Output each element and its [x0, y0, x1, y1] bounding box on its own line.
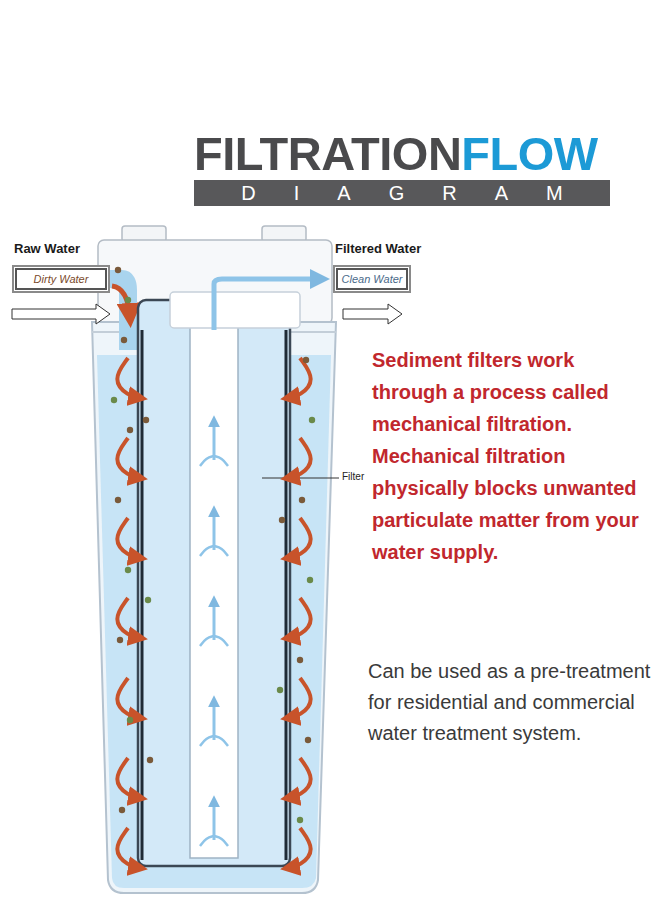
- flow-arrows: [117, 438, 140, 478]
- flow-arrows: [213, 420, 216, 460]
- flow-arrows: [299, 497, 305, 503]
- flow-arrows: [127, 427, 133, 433]
- flow-arrows: [279, 517, 285, 523]
- flow-arrows: [121, 337, 127, 343]
- flow-arrow: [12, 304, 110, 324]
- flow-arrows: [147, 757, 153, 763]
- flow-arrows: [200, 836, 214, 846]
- port-heading: Raw Water: [14, 241, 80, 256]
- flow-arrows: [213, 510, 216, 550]
- flow-arrows: [214, 736, 228, 746]
- flow-arrows: [117, 358, 140, 398]
- outlet-flow: [214, 279, 322, 330]
- flow-arrows: [305, 737, 311, 743]
- flow-arrows: [200, 636, 214, 646]
- outlet-port: Filtered WaterClean Water: [333, 265, 411, 293]
- flow-arrows: [117, 828, 140, 868]
- flow-arrows: [111, 397, 117, 403]
- flow-arrows: [117, 518, 140, 558]
- flow-arrows: [214, 456, 228, 466]
- flow-arrows: [145, 597, 151, 603]
- flow-arrows: [213, 800, 216, 840]
- flow-arrows: [303, 357, 309, 363]
- flow-arrows: [143, 417, 149, 423]
- subtitle-band: DIAGRAM: [194, 180, 610, 206]
- flow-arrows: [117, 637, 123, 643]
- flow-arrows: [214, 636, 228, 646]
- flow-arrows: [119, 807, 125, 813]
- flow-arrows: [117, 598, 140, 638]
- flow-arrows: [288, 438, 311, 478]
- inlet-port: Raw WaterDirty Water: [12, 265, 110, 293]
- flow-arrows: [115, 497, 121, 503]
- filter-cartridge: [141, 330, 144, 860]
- outlet-flow: [214, 279, 322, 330]
- usage-note: Can be used as a pre-treatment for resid…: [368, 656, 658, 749]
- port-label: Clean Water: [342, 273, 403, 285]
- inlet-channel: [110, 279, 130, 350]
- flow-arrows: [288, 678, 311, 718]
- port-heading: Filtered Water: [335, 241, 421, 256]
- flow-arrows: [288, 828, 311, 868]
- flow-arrows: [111, 267, 315, 868]
- flow-arrow: [343, 304, 402, 324]
- flow-arrows: [125, 297, 131, 303]
- filter-cartridge: [190, 300, 238, 858]
- flow-arrows: [214, 546, 228, 556]
- flow-arrows: [277, 687, 283, 693]
- flow-arrow: [12, 304, 402, 324]
- flow-arrows: [214, 836, 228, 846]
- flow-arrows: [200, 546, 214, 556]
- port-label: DIAGRAM: [203, 182, 600, 204]
- housing-bowl: [97, 355, 331, 888]
- flow-arrows: [309, 417, 315, 423]
- flow-arrows: [297, 657, 303, 663]
- filter-cartridge: [138, 300, 290, 866]
- flow-arrows: [117, 678, 140, 718]
- flow-arrows: [117, 758, 140, 798]
- part-label: Filter: [342, 471, 364, 482]
- flow-arrows: [288, 758, 311, 798]
- filter-cartridge: [170, 292, 300, 328]
- flow-arrows: [115, 267, 121, 273]
- flow-arrows: [288, 358, 311, 398]
- flow-arrows: [297, 817, 303, 823]
- flow-arrows: [200, 736, 214, 746]
- flow-arrows: [307, 577, 313, 583]
- flow-arrows: [125, 567, 131, 573]
- leader-line: [262, 478, 339, 479]
- port-label: Dirty Water: [34, 273, 89, 285]
- filter-cartridge: [138, 292, 300, 866]
- flow-arrows: [200, 456, 214, 466]
- diagram-title: FILTRATIONFLOW: [194, 128, 598, 180]
- flow-arrows: [127, 717, 133, 723]
- flow-arrows: [288, 518, 311, 558]
- flow-arrows: [213, 600, 216, 640]
- flow-arrows: [288, 598, 311, 638]
- filter-cartridge: [285, 330, 288, 860]
- description-note: Sediment filters work through a process …: [372, 344, 654, 568]
- flow-arrows: [213, 700, 216, 740]
